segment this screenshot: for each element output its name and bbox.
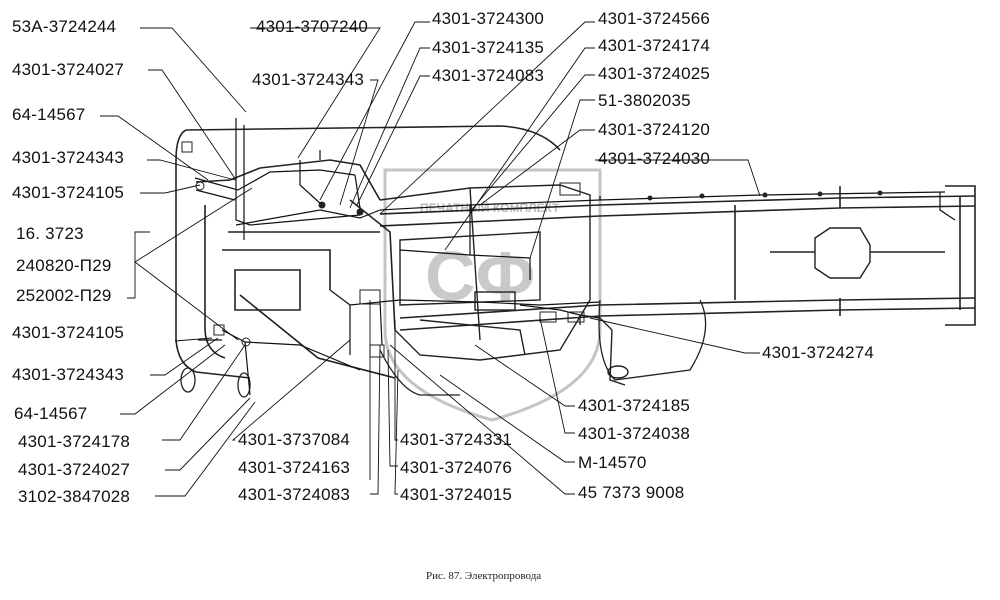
label-4301-3737084: 4301-3737084 xyxy=(238,430,351,449)
label-4301-3724174: 4301-3724174 xyxy=(598,36,711,55)
label-4301-3724343-left-top: 4301-3724343 xyxy=(12,148,125,167)
figure-caption: Рис. 87. Электропровода xyxy=(426,570,542,582)
label-4301-3724185: 4301-3724185 xyxy=(578,396,691,415)
label-4301-3724163: 4301-3724163 xyxy=(238,458,351,477)
wheel-shapes xyxy=(180,299,707,398)
chassis-frame xyxy=(379,185,976,331)
label-4301-3707240: 4301-3707240 xyxy=(256,17,369,36)
label-53a-3724244: 53А-3724244 xyxy=(12,17,117,36)
label-4301-3724566: 4301-3724566 xyxy=(598,9,711,28)
label-4301-3724331: 4301-3724331 xyxy=(400,430,513,449)
label-51-3802035: 51-3802035 xyxy=(598,91,691,110)
label-4301-3724030: 4301-3724030 xyxy=(598,149,711,168)
label-4301-3724135: 4301-3724135 xyxy=(432,38,545,57)
label-3102-3847028: 3102-3847028 xyxy=(18,487,131,506)
label-240820-p29: 240820-П29 xyxy=(16,256,112,275)
label-64-14567-bottom: 64-14567 xyxy=(14,404,88,423)
label-4301-3724015: 4301-3724015 xyxy=(400,485,513,504)
label-4301-3724083-top: 4301-3724083 xyxy=(432,66,545,85)
label-4301-3724076: 4301-3724076 xyxy=(400,458,513,477)
label-4301-3724025: 4301-3724025 xyxy=(598,64,711,83)
cab-outline xyxy=(175,125,561,379)
label-16-3723: 16. 3723 xyxy=(16,224,84,243)
label-4301-3724027-bottom: 4301-3724027 xyxy=(18,460,131,479)
label-4301-3724105-left-top: 4301-3724105 xyxy=(12,183,125,202)
label-45-7373-9008: 45 7373 9008 xyxy=(578,483,685,502)
label-4301-3724105-left-bottom: 4301-3724105 xyxy=(12,323,125,342)
label-4301-3724083-bottom: 4301-3724083 xyxy=(238,485,351,504)
leader-lines xyxy=(100,21,761,497)
label-4301-3724027-top: 4301-3724027 xyxy=(12,60,125,79)
label-4301-3724120: 4301-3724120 xyxy=(598,120,711,139)
label-4301-3724343-left-bottom: 4301-3724343 xyxy=(12,365,125,384)
label-64-14567-top: 64-14567 xyxy=(12,105,86,124)
label-4301-3724178: 4301-3724178 xyxy=(18,432,131,451)
label-4301-3724343-top: 4301-3724343 xyxy=(252,70,365,89)
rear-axle xyxy=(599,227,945,386)
label-4301-3724038: 4301-3724038 xyxy=(578,424,691,443)
engine-block xyxy=(379,184,591,361)
label-m-14570: М-14570 xyxy=(578,453,647,472)
label-4301-3724300: 4301-3724300 xyxy=(432,9,545,28)
label-4301-3724274: 4301-3724274 xyxy=(762,343,875,362)
label-252002-p29: 252002-П29 xyxy=(16,286,112,305)
